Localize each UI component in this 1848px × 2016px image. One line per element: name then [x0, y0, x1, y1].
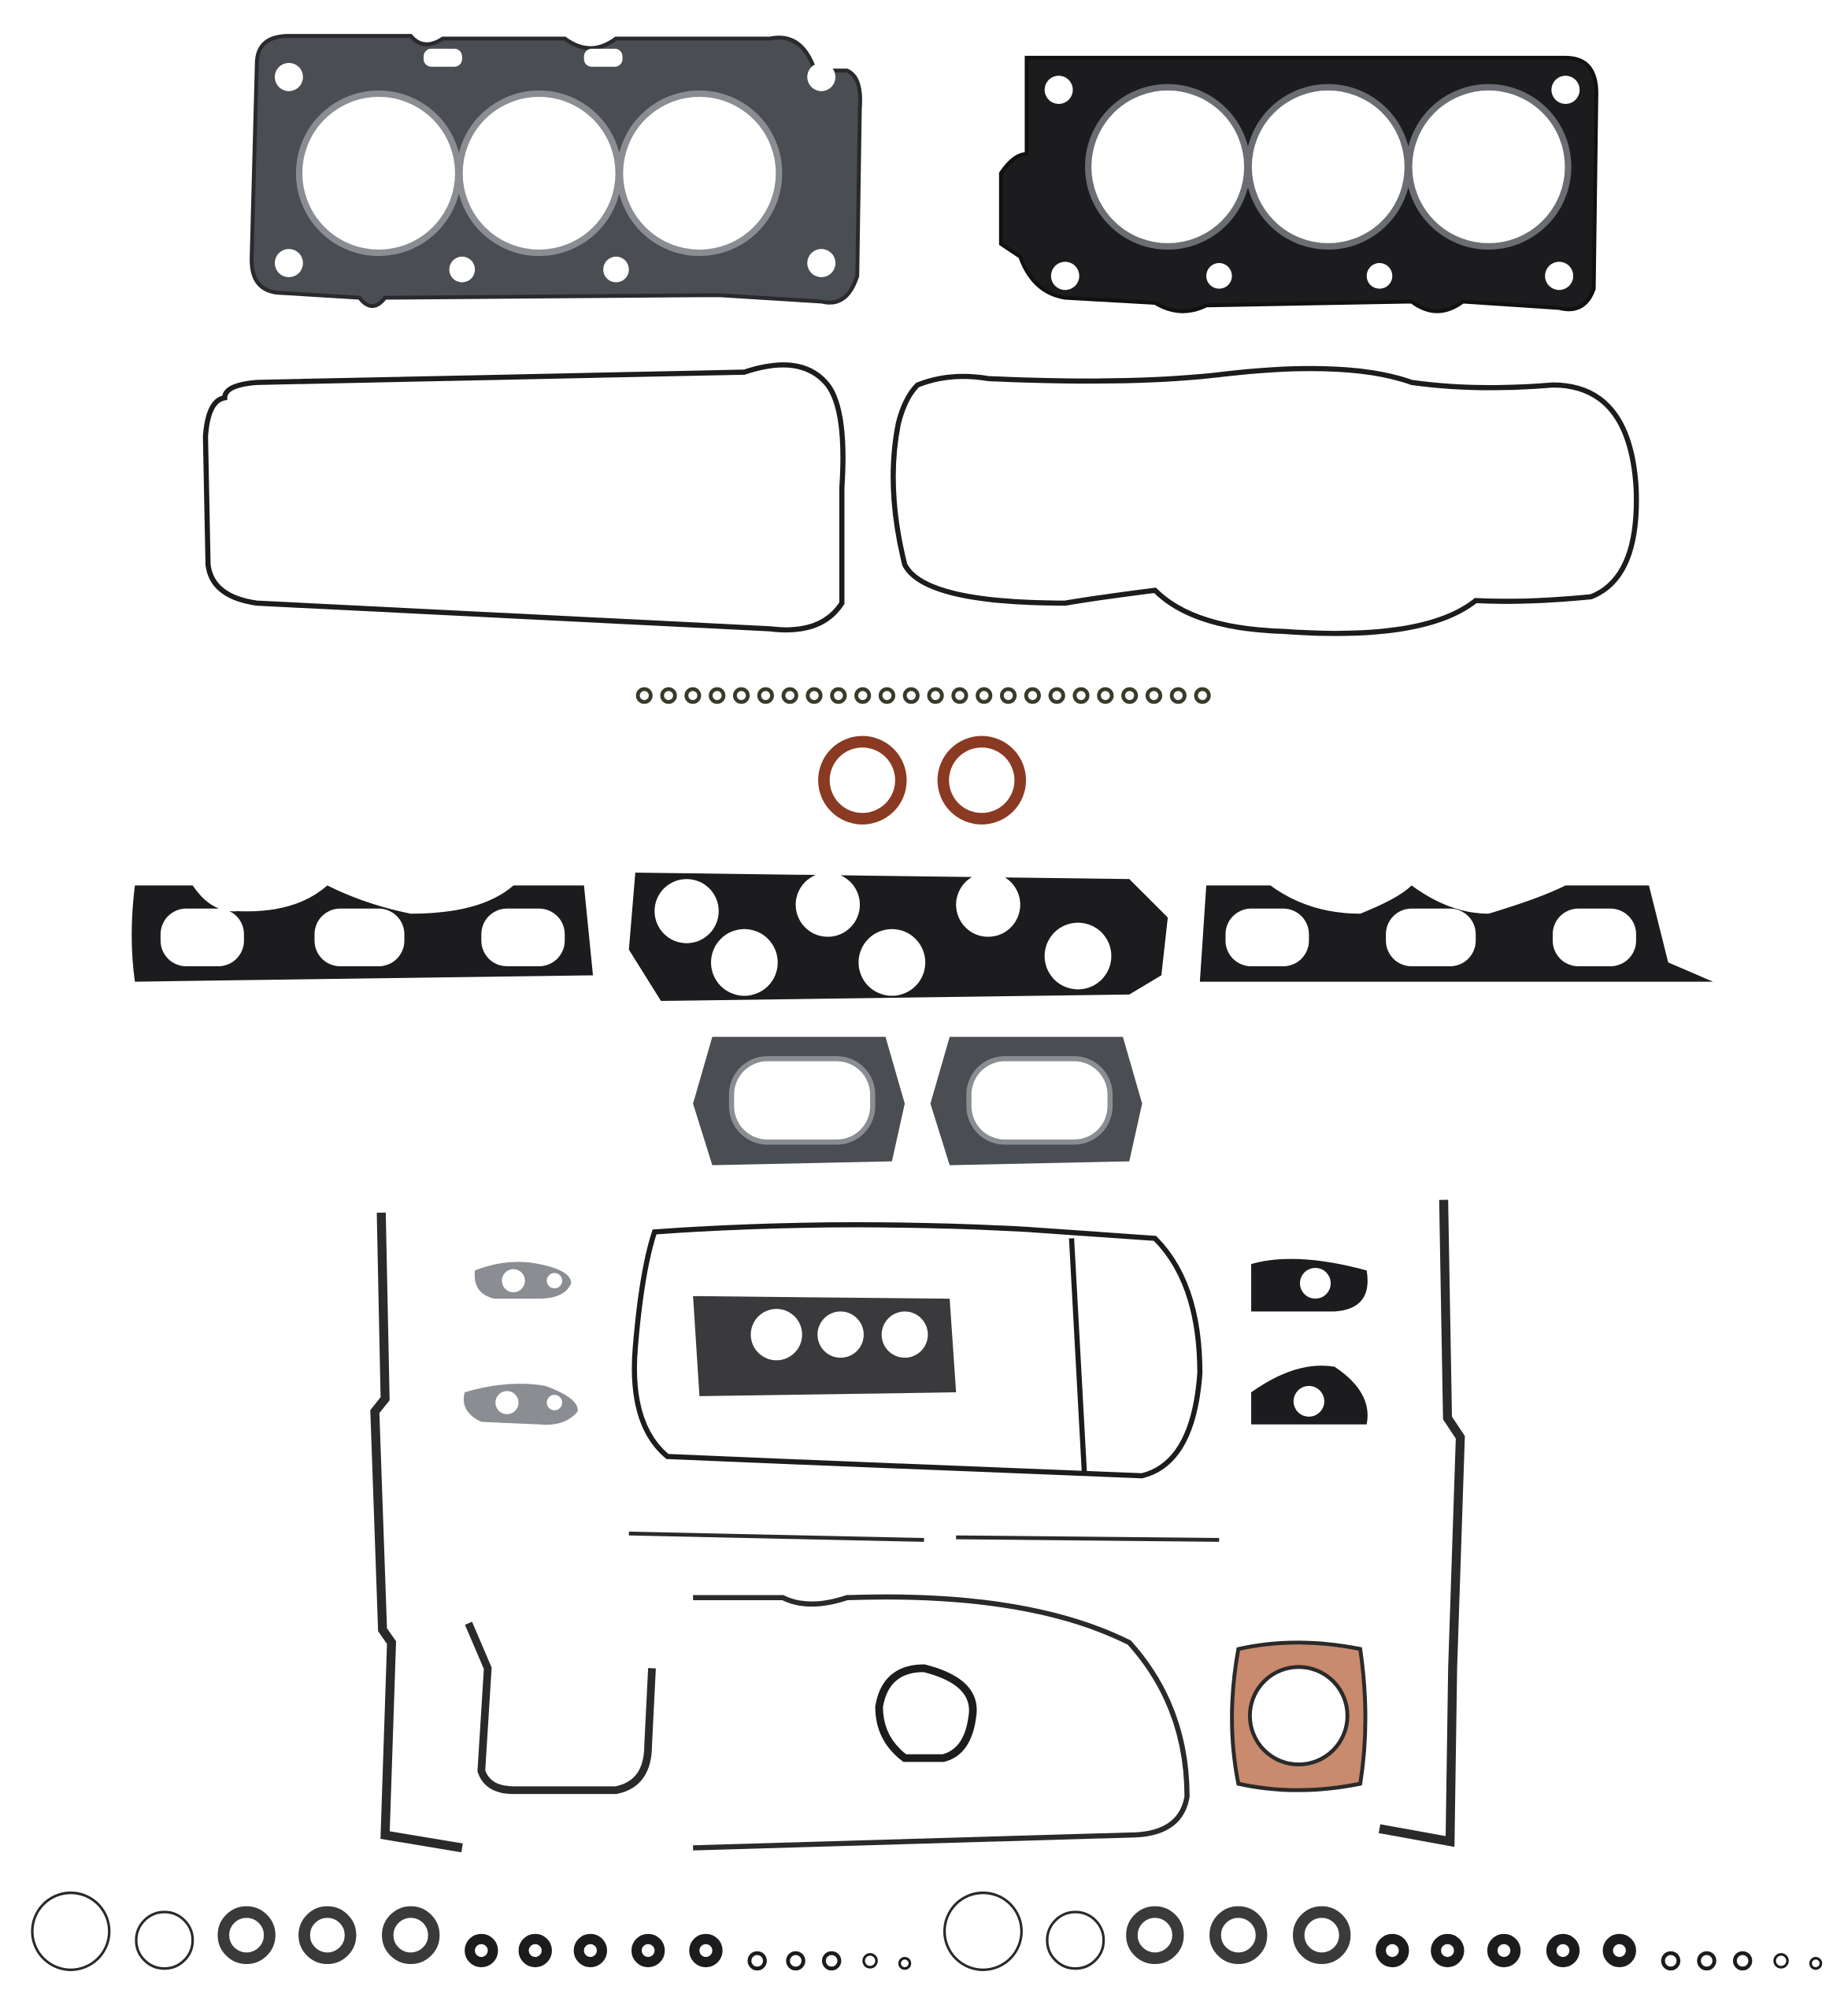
valve-stem-seal: [1194, 687, 1211, 704]
valve-stem-seal: [1048, 687, 1065, 704]
exhaust-gasket-right: [930, 1036, 1143, 1166]
intake-gasket-right: [1199, 885, 1713, 982]
valve-stem-seal: [709, 687, 726, 704]
water-outlet-gasket-upper: [1251, 1258, 1368, 1312]
o-ring-seal: [1732, 1951, 1753, 1971]
o-ring-seal: [862, 1953, 878, 1969]
valve-stem-seal: [878, 687, 896, 704]
valve-stem-seal: [927, 687, 944, 704]
o-ring-seal: [382, 1906, 440, 1965]
throttle-body-gasket: [1230, 1640, 1368, 1792]
valve-stem-seal: [781, 687, 798, 704]
o-ring-seal: [689, 1933, 723, 1968]
intake-gasket-left: [131, 885, 594, 982]
valve-stem-seal: [660, 687, 677, 704]
valve-stem-seal: [757, 687, 774, 704]
o-ring-seal: [1487, 1933, 1521, 1968]
valve-stem-seal: [902, 687, 920, 704]
oil-pump-gasket: [875, 1664, 977, 1762]
valve-cover-gasket-right: [891, 365, 1639, 636]
o-ring-seal: [1209, 1906, 1268, 1965]
o-ring-seal: [631, 1933, 665, 1968]
o-ring-seal: [1809, 1957, 1823, 1970]
valve-stem-seal: [999, 687, 1017, 704]
valve-stem-seal: [805, 687, 823, 704]
valve-stem-seal: [684, 687, 702, 704]
oil-pan-seal: [465, 1621, 656, 1795]
valve-stem-seal: [732, 687, 750, 704]
valve-stem-seal: [854, 687, 872, 704]
o-ring-seal: [1046, 1910, 1105, 1970]
o-ring-seal: [1697, 1951, 1717, 1971]
o-ring-seal: [1431, 1933, 1465, 1968]
bottom-ring-row: [31, 1891, 1823, 1971]
seal-strip-short-right: [956, 1535, 1220, 1542]
timing-cover-seal: [693, 1594, 1190, 1851]
o-ring-seal: [747, 1951, 767, 1971]
valve-stem-seal: [1024, 687, 1041, 704]
egr-gasket-upper: [474, 1262, 572, 1299]
o-ring-seal: [1546, 1933, 1580, 1968]
valve-stem-seal-row: [635, 687, 1211, 704]
cam-seal: [937, 736, 1027, 825]
valve-stem-seal: [635, 687, 653, 704]
valve-stem-seal: [1072, 687, 1090, 704]
valve-stem-seal: [830, 687, 847, 704]
head-gasket-left: [250, 34, 862, 309]
o-ring-seal: [821, 1951, 842, 1971]
water-outlet-gasket-lower: [1251, 1366, 1368, 1425]
o-ring-seal: [1376, 1933, 1409, 1968]
o-ring-seal: [898, 1957, 912, 1970]
o-ring-seal: [298, 1906, 357, 1965]
valve-stem-seal: [976, 687, 993, 704]
o-ring-seal: [943, 1891, 1023, 1971]
o-ring-seal: [135, 1910, 194, 1970]
valve-stem-seal: [1121, 687, 1139, 704]
exhaust-gasket-left: [693, 1036, 905, 1166]
o-ring-seal: [1602, 1933, 1636, 1968]
o-ring-seal: [786, 1951, 805, 1971]
valve-stem-seal: [1097, 687, 1114, 704]
o-ring-seal: [1126, 1906, 1184, 1965]
intake-manifold-gasket-center: [628, 873, 1168, 1002]
head-gasket-right: [998, 55, 1598, 313]
lower-intake-gasket: [631, 1222, 1203, 1479]
valve-stem-seal: [1145, 687, 1163, 704]
o-ring-seal: [1292, 1906, 1351, 1965]
o-ring-seal: [217, 1906, 276, 1965]
valve-cover-gasket-left: [202, 362, 846, 633]
o-ring-seal: [1773, 1953, 1789, 1969]
side-seal-strip-left: [370, 1212, 463, 1853]
o-ring-seal: [1661, 1951, 1681, 1971]
valve-stem-seal: [951, 687, 968, 704]
seal-strip-short-left: [628, 1531, 924, 1542]
o-ring-seal: [465, 1933, 498, 1968]
valve-stem-seal: [1169, 687, 1187, 704]
o-ring-seal: [518, 1933, 552, 1968]
cam-seal: [818, 736, 907, 825]
o-ring-seal: [573, 1933, 608, 1968]
egr-gasket-lower: [463, 1384, 578, 1425]
o-ring-seal: [31, 1891, 111, 1971]
side-seal-strip-right: [1378, 1199, 1465, 1847]
